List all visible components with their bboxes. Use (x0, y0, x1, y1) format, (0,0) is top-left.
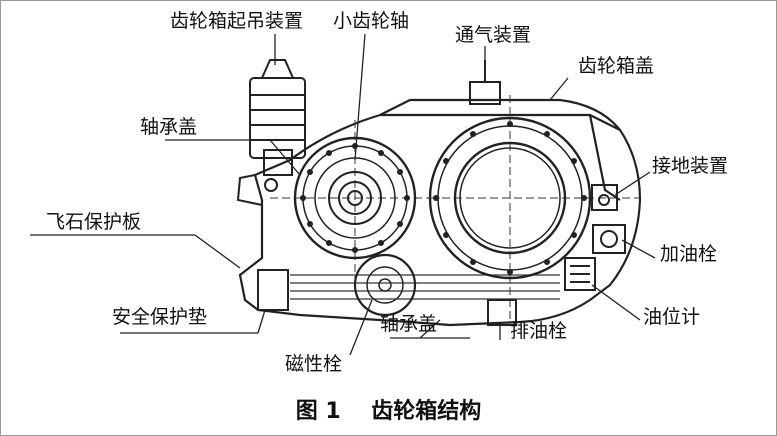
label-grounding-device: 接地装置 (652, 155, 729, 177)
label-magnetic-plug: 磁性栓 (285, 353, 343, 375)
lifting-device (249, 59, 306, 176)
label-drain-plug: 排油栓 (510, 320, 568, 342)
label-oil-level-gauge: 油位计 (643, 306, 701, 328)
label-pinion-shaft: 小齿轮轴 (333, 10, 410, 32)
label-gearbox-cover: 齿轮箱盖 (578, 55, 655, 77)
label-stone-guard: 飞石保护板 (46, 211, 142, 233)
label-safety-pad: 安全保护垫 (112, 306, 208, 328)
oil-fill-plug (592, 224, 626, 254)
main-bolts (433, 121, 587, 275)
magnetic-plug-gear (353, 253, 417, 317)
drain-plug (487, 299, 517, 326)
caption-title: 齿轮箱结构 (371, 399, 482, 424)
vent-device (469, 60, 501, 105)
housing-outline (238, 98, 642, 327)
leader-lines (30, 33, 656, 356)
label-bearing-cover-bottom: 轴承盖 (380, 313, 438, 335)
grounding-device (591, 184, 618, 211)
label-oil-fill-plug: 加油栓 (660, 243, 718, 265)
oil-level-gauge (564, 257, 596, 291)
safety-pad (257, 269, 289, 311)
caption-number: 图 1 (295, 399, 341, 424)
label-vent-device: 通气装置 (455, 24, 532, 46)
left-lug (236, 174, 278, 206)
label-lifting-device: 齿轮箱起吊装置 (170, 10, 304, 32)
figure-caption: 图 1 齿轮箱结构 (0, 393, 777, 425)
label-bearing-cover-top: 轴承盖 (140, 116, 198, 138)
